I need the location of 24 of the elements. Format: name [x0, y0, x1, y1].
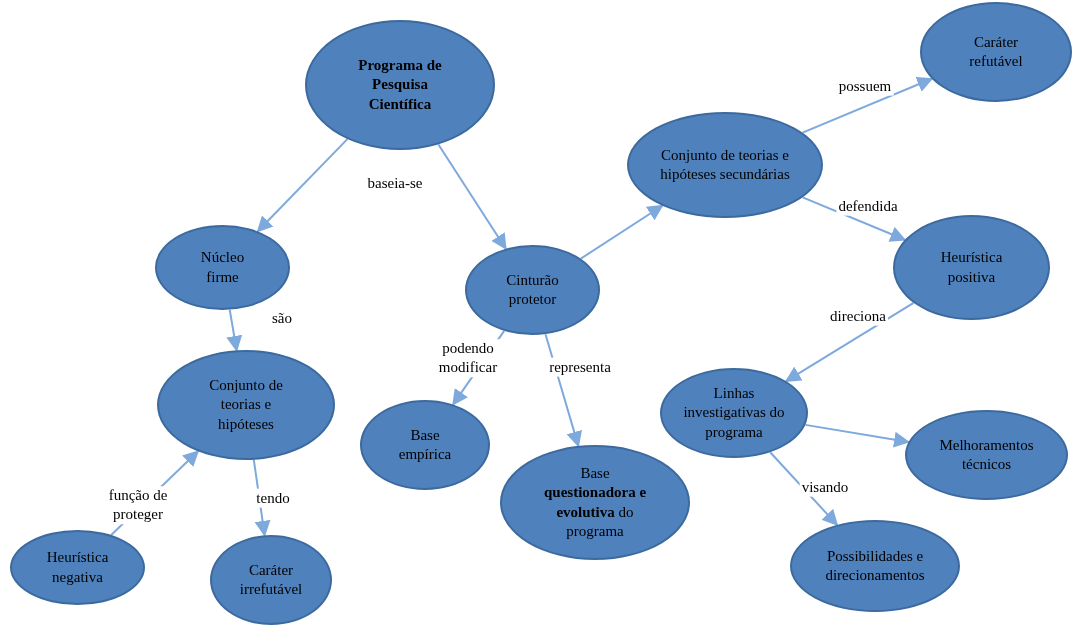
concept-text: Possibilidades e direcionamentos — [824, 546, 926, 585]
arrow — [784, 301, 915, 383]
concept-text: Caráter refutável — [968, 32, 1024, 71]
arrow — [544, 333, 582, 448]
arrow — [579, 204, 664, 260]
concept-text: Melhoramentos técnicos — [938, 435, 1035, 474]
concept-text: Cinturão protetor — [505, 270, 560, 309]
edge-label: representa — [547, 357, 613, 377]
arrow — [769, 451, 839, 526]
concept-text: Conjunto de teorias e hipóteses — [208, 375, 284, 434]
arrow — [226, 308, 243, 352]
concept-text: Heurística positiva — [939, 248, 1004, 287]
arrow — [801, 76, 934, 134]
edge-label: tendo — [254, 488, 292, 508]
arrow — [256, 138, 349, 233]
concept-text: Heurística negativa — [45, 548, 110, 587]
concept-text: Base empírica — [397, 425, 453, 464]
concept-text: Linhas investigativas do programa — [682, 383, 786, 442]
concept-text: Base questionadora e evolutiva do programa — [542, 463, 648, 541]
concept-text: Conjunto de teorias e hipóteses secundárias — [659, 145, 791, 184]
concept-text: Núcleo firme — [199, 248, 246, 287]
concept-text: Caráter irrefutável — [238, 560, 304, 599]
arrow — [801, 196, 907, 242]
concept-text: Programa de Pesquisa Científica — [357, 55, 443, 114]
